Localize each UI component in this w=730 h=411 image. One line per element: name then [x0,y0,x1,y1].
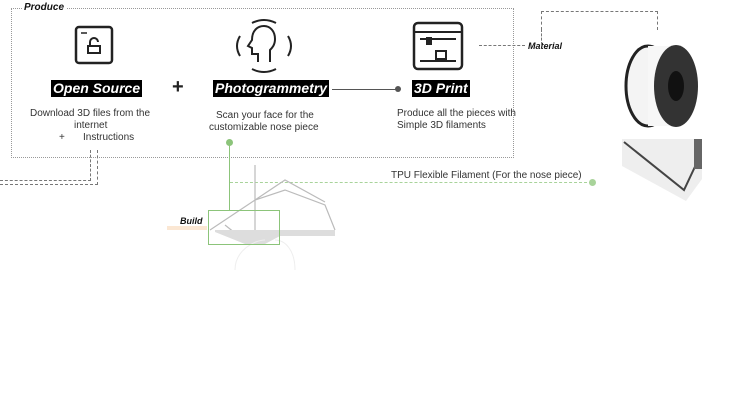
tpu-dot [589,179,596,186]
lock-window-icon [74,25,114,65]
plus-sign: + [172,76,184,98]
open-source-label: Open Source [51,80,143,97]
instructions-text: Instructions [83,132,135,143]
flexible-sheet-image [622,139,702,201]
open-source-desc-2: internet [74,120,108,131]
instructions-plus: + [59,132,65,143]
photogrammetry-label: Photogrammetry [213,80,330,97]
build-highlight-box [208,210,280,245]
open-source-desc-1: Download 3D files from the [30,108,151,119]
3d-printer-icon [412,21,464,71]
photogrammetry-desc-2: customizable nose piece [209,122,319,133]
produce-frame [11,8,514,158]
3d-print-label: 3D Print [412,80,470,97]
tpu-dash [230,182,592,183]
glasses-frame-image [209,165,336,271]
connector-line [332,89,396,90]
connector-dot [395,86,401,92]
left-dash-2 [0,150,98,185]
material-bracket-down [541,29,542,45]
3d-print-desc-1: Produce all the pieces with [397,108,516,119]
build-accent [167,226,207,230]
3d-print-desc-2: Simple 3D filaments [397,120,486,131]
green-vertical [229,143,230,211]
build-title: Build [180,216,203,226]
material-bracket [541,11,658,30]
photogrammetry-desc-1: Scan your face for the [216,110,314,121]
photogrammetry-green-dot [226,139,233,146]
filament-spool-image [624,44,698,128]
material-title: Material [528,41,563,51]
material-dash [479,45,525,46]
tpu-label: TPU Flexible Filament (For the nose piec… [391,170,582,181]
produce-title: Produce [22,2,67,13]
left-dash-1 [0,150,91,181]
face-scan-icon [236,19,292,73]
